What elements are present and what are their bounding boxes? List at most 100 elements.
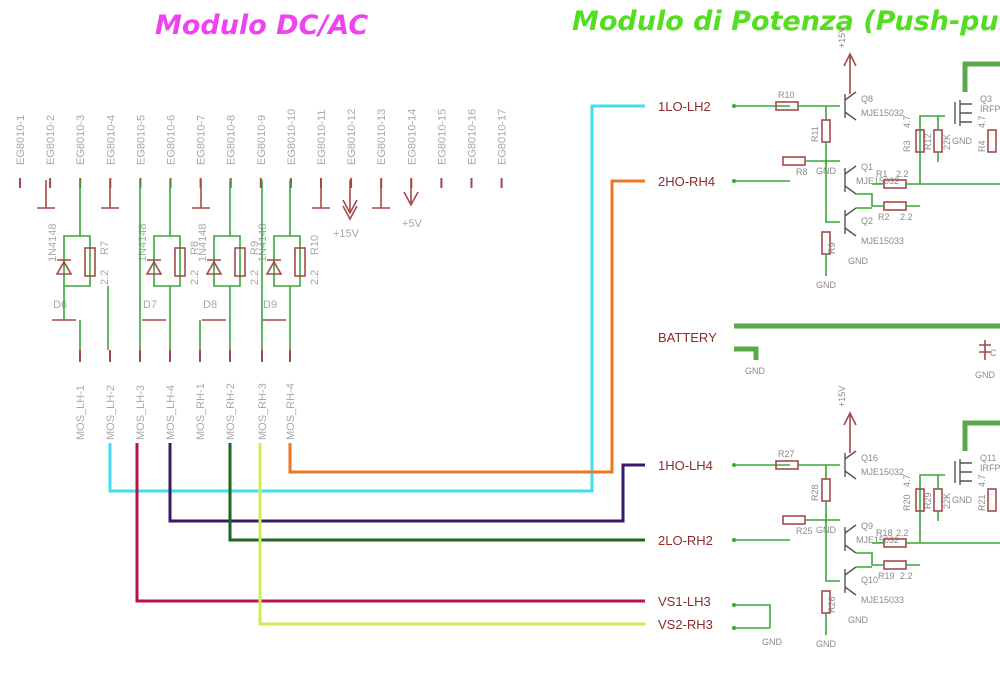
header-pin-label: EG8010-3 (75, 115, 87, 165)
res-name: R10 (309, 235, 321, 255)
mos-pin-label: MOS_LH-3 (135, 385, 147, 440)
net-battery: BATTERY (658, 330, 717, 345)
stage-q-mid: Q9 (861, 521, 873, 531)
stage-q-top-type: MJE15032 (861, 108, 904, 118)
header-pin: EG8010-2 (45, 115, 57, 188)
net-2ho-rh4: 2HO-RH4 (658, 174, 715, 189)
stage-q-top: Q16 (861, 453, 878, 463)
stage-q-mid: Q1 (861, 162, 873, 172)
stage-r-base: R10 (778, 90, 795, 100)
supply-5v-label: +5V (402, 218, 423, 230)
mos-pin: MOS_LH-2 (105, 350, 117, 440)
diode-type: 1N4148 (257, 223, 269, 262)
cap-label: C (990, 348, 997, 358)
stage-r-base2: R25 (796, 526, 813, 536)
stage-supply: +15V (837, 386, 847, 407)
stage-gnd3: GND (816, 639, 837, 649)
header-pin: EG8010-3 (75, 115, 87, 188)
mos-pin-label: MOS_LH-4 (165, 385, 177, 440)
gnd-vs: GND (762, 637, 783, 647)
header-pin-label: EG8010-14 (406, 109, 418, 165)
mos-pin-label: MOS_RH-1 (195, 383, 207, 440)
header-pin: EG8010-6 (166, 115, 178, 188)
res-value: 2.2 (99, 270, 111, 285)
stage-r-c-val: 4.7 (902, 115, 912, 128)
mos-pin-label: MOS_RH-3 (257, 383, 269, 440)
net-1ho-lh4: 1HO-LH4 (658, 458, 713, 473)
header-pin: EG8010-8 (226, 115, 238, 188)
title-power: Modulo di Potenza (Push-pull) (572, 6, 1000, 37)
stage-r-pull: R28 (810, 484, 820, 501)
diode-name: D8 (203, 299, 217, 311)
header-pin-label: EG8010-11 (316, 110, 328, 165)
group-wiring (63, 180, 291, 350)
stage-r-base2: R8 (796, 167, 808, 177)
header-pins: EG8010-1 EG8010-2 EG8010-3 EG8010-4 EG8010-5… (15, 109, 509, 188)
stage-gnd2: GND (848, 615, 869, 625)
header-pin: EG8010-14 (406, 109, 418, 188)
stage-gnd3: GND (816, 280, 837, 290)
stage-r-a: R18 (876, 528, 893, 538)
stage-q-bot: Q10 (861, 575, 878, 585)
header-pin: EG8010-10 (286, 109, 298, 188)
mos-pin-label: MOS_LH-1 (75, 385, 87, 440)
mos-pin: MOS_LH-4 (165, 350, 177, 440)
header-pin: EG8010-13 (376, 109, 388, 188)
stage-mosfet-type: IRFP (980, 104, 1000, 114)
stage-gnd4: GND (952, 136, 973, 146)
stage-r-e: R4 (977, 140, 987, 152)
stage-mosfet: Q11 (980, 453, 996, 463)
header-pin: EG8010-7 (196, 115, 208, 188)
upper-power-stage: +15VR10R11GNDQ8MJE15032Q1MJE15032R8Q2MJE… (775, 27, 1000, 290)
res-value: 2.2 (249, 270, 261, 285)
header-pin-label: EG8010-4 (105, 115, 117, 165)
stage-r-e: R21 (977, 494, 987, 511)
stage-r-d: R12 (923, 133, 933, 150)
header-pin-label: EG8010-6 (166, 115, 178, 165)
stage-q-bot-type: MJE15033 (861, 236, 904, 246)
mos-pin: MOS_RH-1 (195, 350, 207, 440)
stage-q-top: Q8 (861, 94, 873, 104)
mos-pin-label: MOS_LH-2 (105, 385, 117, 440)
gate-drive-group: 1N4148 R9 2.2D8 (197, 223, 261, 321)
res-name: R9 (249, 241, 261, 255)
diode-name: D9 (263, 299, 277, 311)
gnd-cap: GND (975, 370, 996, 380)
header-pin: EG8010-5 (135, 115, 147, 188)
stage-q-bot: Q2 (861, 216, 873, 226)
stage-r-bot: R9 (827, 242, 837, 254)
res-name: R8 (189, 241, 201, 255)
wire-rh2 (228, 443, 645, 542)
wire-lh2 (108, 104, 645, 493)
header-pin-label: EG8010-7 (196, 115, 208, 165)
wire-lh4 (168, 443, 645, 523)
stage-r-b: R2 (878, 212, 890, 222)
header-pin: EG8010-11 (316, 110, 328, 188)
mos-pin: MOS_RH-2 (225, 350, 237, 440)
supply-15v-label: +15V (333, 228, 360, 240)
header-pin-label: EG8010-1 (15, 115, 27, 165)
diode-type: 1N4148 (47, 223, 59, 262)
wire-rh3 (258, 443, 645, 626)
mos-pin-label: MOS_RH-2 (225, 383, 237, 440)
header-pin: EG8010-12 (346, 109, 358, 188)
stage-gnd2: GND (848, 256, 869, 266)
diode-type: 1N4148 (197, 223, 209, 262)
stage-q-top-type: MJE15032 (861, 467, 904, 477)
header-pin-label: EG8010-5 (135, 115, 147, 165)
supply-15v-symbol: +15V (333, 180, 360, 240)
stage-r-a-val: 2.2 (896, 169, 909, 179)
header-pin: EG8010-17 (497, 109, 509, 188)
stage-r-c: R20 (902, 494, 912, 511)
mos-pin-label: MOS_RH-4 (285, 383, 297, 440)
header-pin-label: EG8010-16 (467, 109, 479, 165)
stage-r-b-val: 2.2 (900, 212, 913, 222)
header-pin-label: EG8010-2 (45, 115, 57, 165)
res-value: 2.2 (189, 270, 201, 285)
res-name: R7 (99, 241, 111, 255)
header-pin-label: EG8010-13 (376, 109, 388, 165)
stage-mosfet: Q3 (980, 94, 992, 104)
